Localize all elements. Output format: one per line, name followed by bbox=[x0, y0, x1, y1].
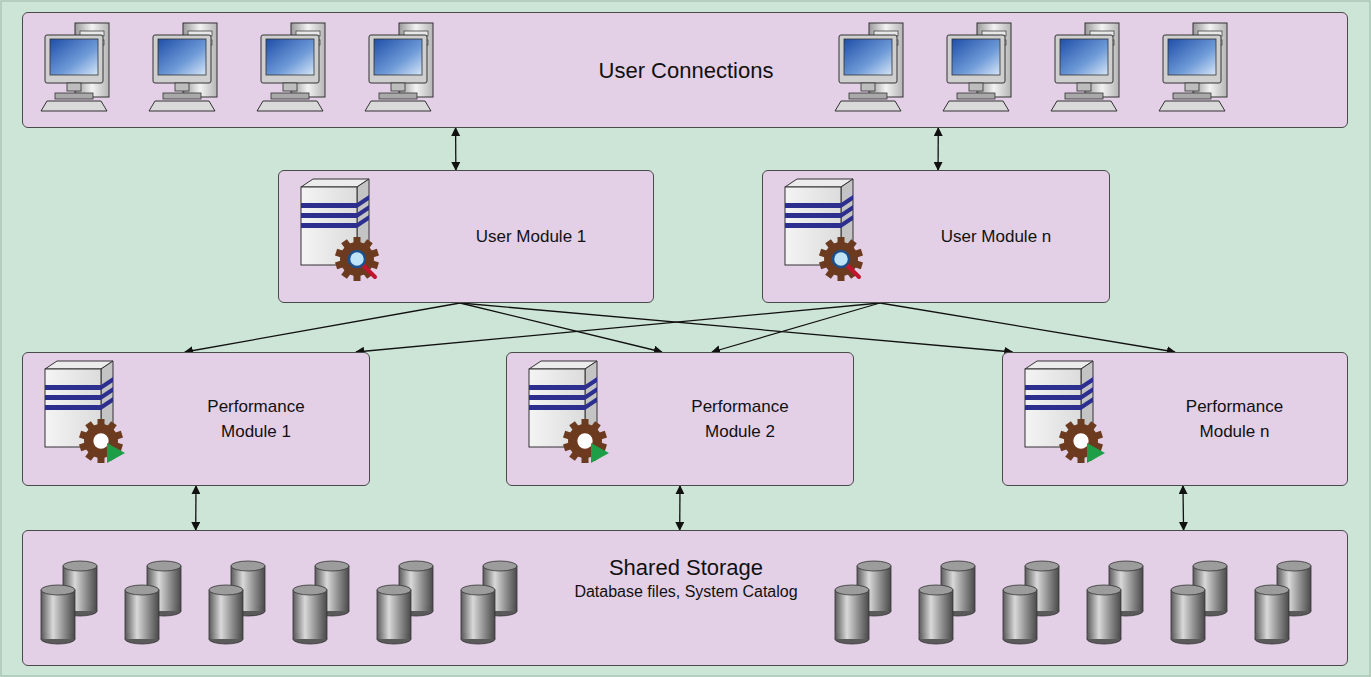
text-group: Shared StorageDatabase files, System Cat… bbox=[23, 555, 1349, 601]
connector-arrow bbox=[185, 303, 460, 352]
disk-stack-icon bbox=[125, 561, 181, 644]
connector-arrow bbox=[455, 128, 457, 170]
performance-module: Performance Module 1 bbox=[22, 352, 370, 486]
computer-icon bbox=[41, 23, 109, 111]
disk-stack-icon bbox=[293, 561, 349, 644]
disk-stack-icon bbox=[919, 561, 975, 644]
band-title: Shared Storage bbox=[23, 555, 1349, 581]
computer-icon bbox=[149, 23, 217, 111]
disk-stack-icon bbox=[1003, 561, 1059, 644]
connector-arrow bbox=[712, 303, 880, 352]
icon-layer bbox=[763, 171, 1111, 304]
user-connections-band: User Connections bbox=[22, 12, 1348, 128]
icon-layer bbox=[279, 171, 655, 304]
performance-module-server-icon bbox=[1025, 361, 1105, 463]
connector-arrow bbox=[1182, 486, 1184, 530]
disk-stack-icon bbox=[1171, 561, 1227, 644]
connector-arrow bbox=[195, 486, 197, 530]
connector-arrow bbox=[460, 303, 1012, 352]
text-group: Performance Module n bbox=[1148, 395, 1321, 444]
user-module: User Module n bbox=[762, 170, 1110, 303]
user-module-server-icon bbox=[301, 179, 379, 281]
computer-icon bbox=[365, 23, 433, 111]
icon-layer bbox=[23, 353, 371, 487]
text-group: Performance Module 1 bbox=[169, 395, 343, 444]
icon-layer bbox=[507, 353, 855, 487]
module-label: Performance Module 1 bbox=[197, 395, 315, 444]
band-title: User Connections bbox=[23, 58, 1349, 84]
text-group: Performance Module 2 bbox=[653, 395, 827, 444]
module-label: Performance Module 2 bbox=[681, 395, 799, 444]
module-label: User Module 1 bbox=[472, 225, 590, 250]
connector-arrow bbox=[356, 303, 880, 352]
module-label: User Module n bbox=[937, 225, 1055, 250]
shared-storage-band: Shared StorageDatabase files, System Cat… bbox=[22, 530, 1348, 666]
computer-icon bbox=[943, 23, 1011, 111]
performance-module-server-icon bbox=[45, 361, 125, 463]
performance-module: Performance Module 2 bbox=[506, 352, 854, 486]
disk-stack-icon bbox=[377, 561, 433, 644]
band-subtitle: Database files, System Catalog bbox=[23, 583, 1349, 601]
module-label: Performance Module n bbox=[1176, 395, 1294, 444]
computer-icon bbox=[835, 23, 903, 111]
computer-icon bbox=[1051, 23, 1119, 111]
text-group: User Module n bbox=[909, 225, 1083, 250]
user-module-server-icon bbox=[785, 179, 863, 281]
text-group: User Connections bbox=[23, 58, 1349, 84]
user-module: User Module 1 bbox=[278, 170, 654, 303]
icon-layer bbox=[1003, 353, 1349, 487]
disk-stack-icon bbox=[461, 561, 517, 644]
connector-arrow bbox=[937, 128, 938, 170]
performance-module: Performance Module n bbox=[1002, 352, 1348, 486]
performance-module-server-icon bbox=[529, 361, 609, 463]
computer-icon bbox=[1159, 23, 1227, 111]
connector-arrow bbox=[460, 303, 662, 352]
disk-stack-icon bbox=[209, 561, 265, 644]
disk-stack-icon bbox=[835, 561, 891, 644]
disk-stack-icon bbox=[1087, 561, 1143, 644]
connector-arrow bbox=[679, 486, 681, 530]
disk-stack-icon bbox=[1255, 561, 1311, 644]
computer-icon bbox=[257, 23, 325, 111]
disk-stack-icon bbox=[41, 561, 97, 644]
text-group: User Module 1 bbox=[437, 225, 625, 250]
connector-arrow bbox=[880, 303, 1175, 352]
